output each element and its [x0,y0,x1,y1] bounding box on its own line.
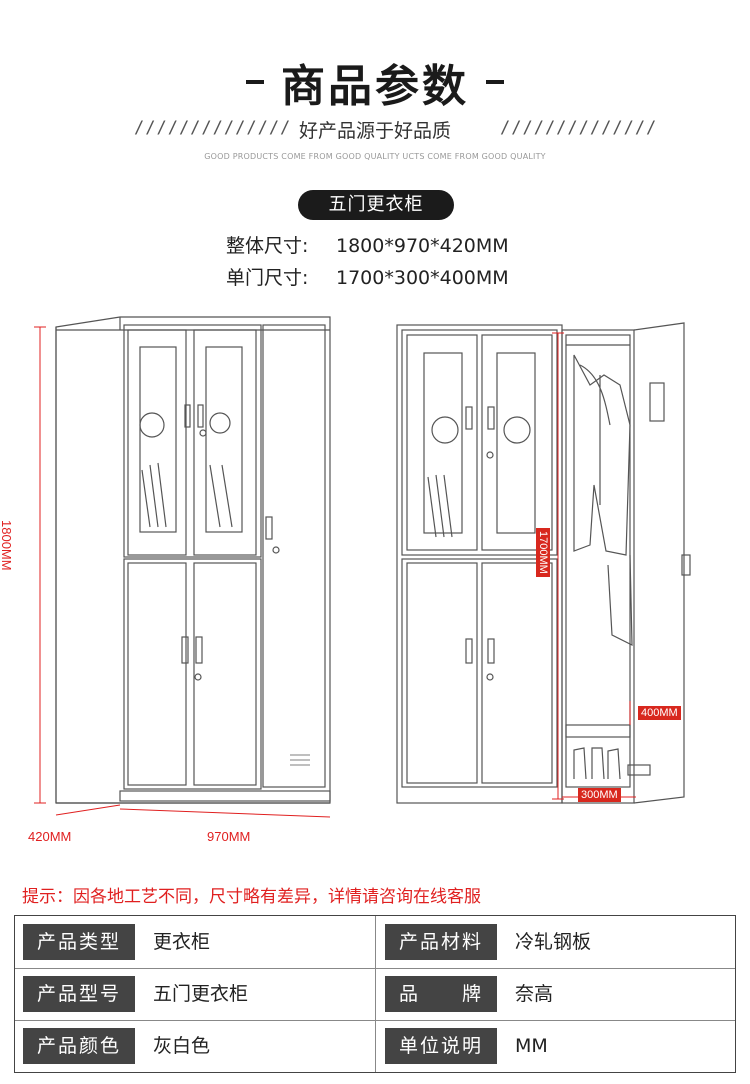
table-value: MM [515,1035,548,1057]
dimension-lines-right [552,332,636,800]
title-dash-left [246,80,264,84]
table-label: 产品类型 [23,924,135,960]
spec-door-value: 1700*300*400MM [336,267,509,289]
dim-depth: 420MM [28,829,72,844]
slogan: 好产品源于好品质 [298,120,451,142]
slogan-slashes-left: ////////////// [134,118,292,138]
spec-door-label: 单门尺寸: [226,267,309,289]
dim-door-width: 300MM [578,788,621,802]
slogan-slashes-right: ////////////// [500,118,658,138]
table-label: 产品颜色 [23,1028,135,1064]
table-label: 单位说明 [385,1028,497,1064]
cabinet-open-drawing [396,322,691,804]
table-label: 品 牌 [385,976,497,1012]
table-label: 产品型号 [23,976,135,1012]
dimension-lines-left [34,326,331,818]
table-value: 更衣柜 [153,931,211,953]
page-title: 商品参数 [281,61,469,112]
dim-width: 970MM [207,829,251,844]
title-dash-right [486,80,504,84]
dim-height-total: 1800MM [0,520,14,571]
table-divider [375,916,376,1072]
spec-overall-label: 整体尺寸: [226,235,309,257]
size-note: 提示：因各地工艺不同，尺寸略有差异，详情请咨询在线客服 [22,887,481,907]
cabinet-closed-drawing [55,316,331,804]
spec-overall: 整体尺寸: 1800*970*420MM [226,231,509,258]
table-label: 产品材料 [385,924,497,960]
table-value: 冷轧钢板 [515,931,592,953]
dim-door-depth: 400MM [638,706,681,720]
dim-door-height: 1700MM [536,528,550,577]
spec-overall-value: 1800*970*420MM [336,235,509,257]
table-value: 灰白色 [153,1035,211,1057]
product-badge: 五门更衣柜 [298,190,454,220]
cabinet-illustration [34,316,691,818]
table-value: 奈高 [515,983,554,1005]
table-value: 五门更衣柜 [153,983,249,1005]
slogan-subline: GOOD PRODUCTS COME FROM GOOD QUALITY UCT… [204,152,546,161]
params-table: 产品类型 更衣柜 产品材料 冷轧钢板 产品型号 五门更衣柜 品 牌 奈高 产品颜… [14,915,736,1073]
spec-door: 单门尺寸: 1700*300*400MM [226,263,509,290]
